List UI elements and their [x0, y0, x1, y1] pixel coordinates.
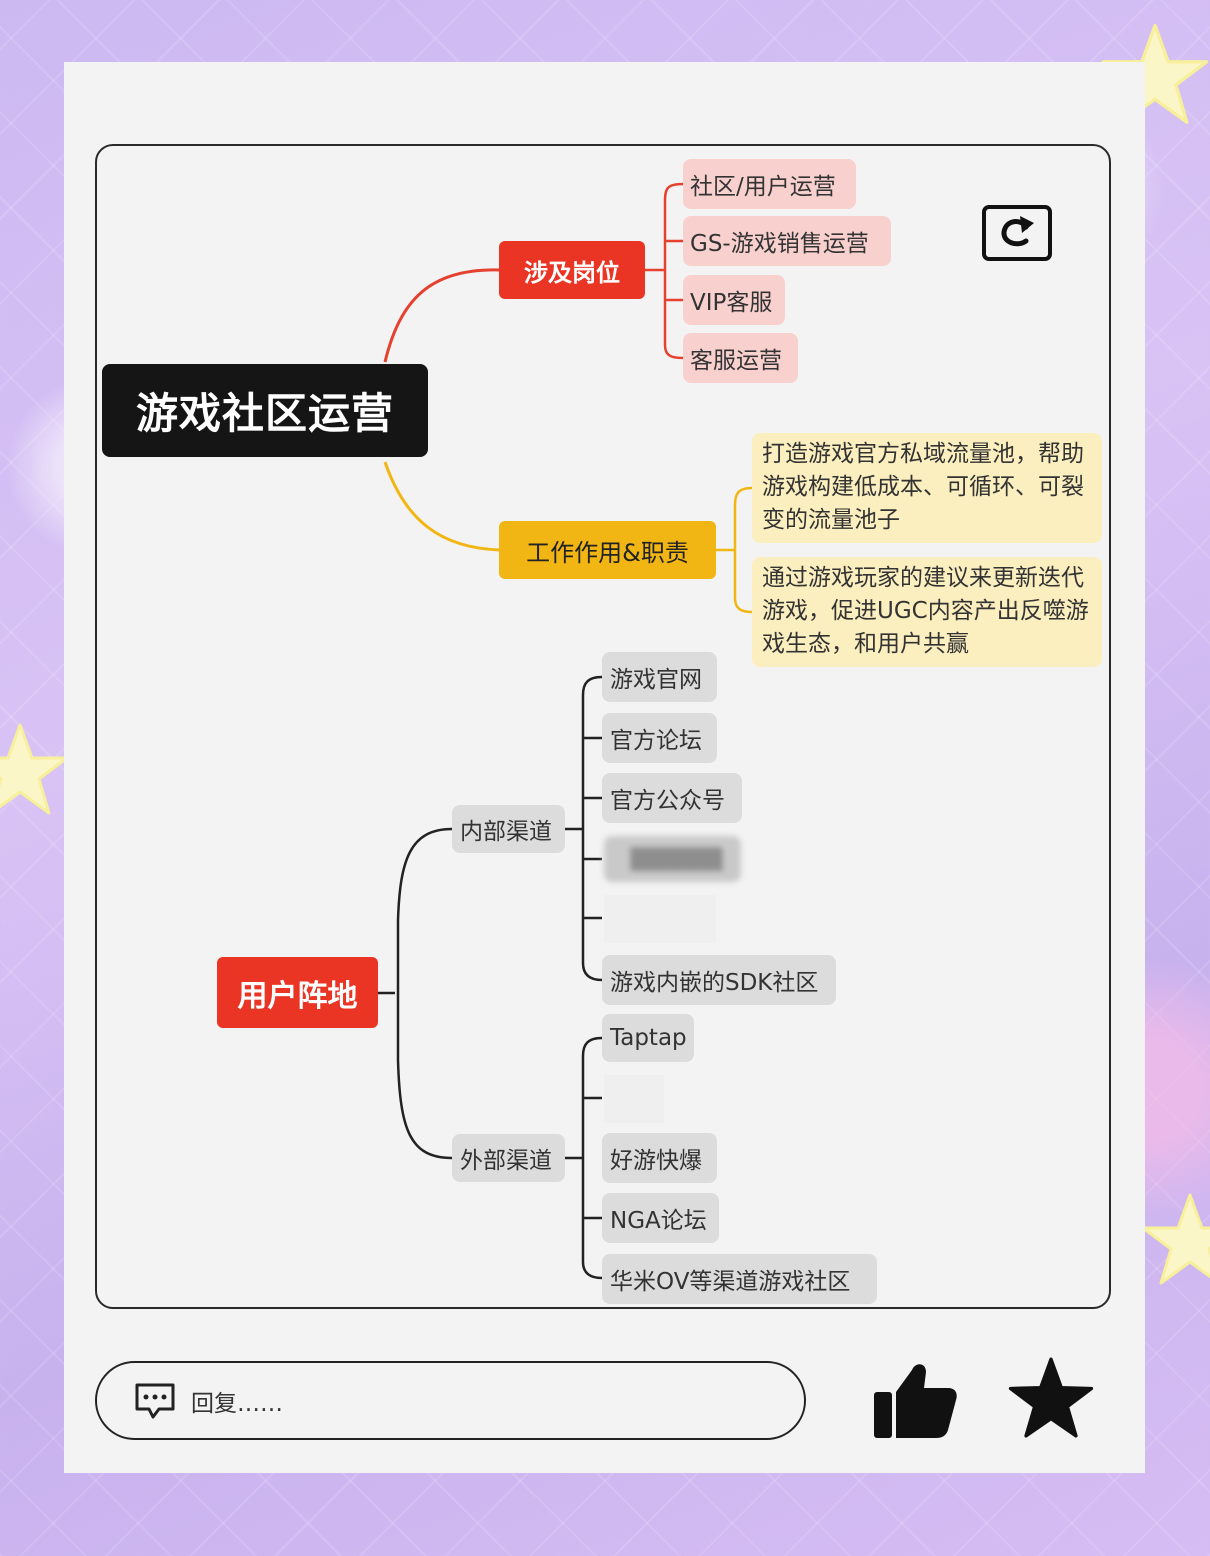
mindmap-root: 游戏社区运营 [102, 364, 428, 457]
branch-duties: 工作作用&职责 [499, 521, 716, 579]
internal-channel-item: 游戏官网 [602, 652, 717, 702]
thumbs-up-icon[interactable] [872, 1358, 958, 1440]
internal-channels: 内部渠道 [452, 805, 565, 853]
hidden-channel-item [604, 1075, 664, 1123]
internal-channel-item: 官方公众号 [602, 773, 742, 823]
position-item: VIP客服 [683, 275, 785, 325]
reply-placeholder: 回复…… [191, 1390, 283, 1417]
internal-channel-item: 官方论坛 [602, 713, 717, 763]
branch-positions: 涉及岗位 [499, 241, 645, 299]
external-channel-item: 好游快爆 [602, 1133, 717, 1183]
position-item: GS-游戏销售运营 [683, 216, 891, 266]
hidden-channel-item [604, 895, 716, 943]
external-channel-item: NGA论坛 [602, 1193, 719, 1243]
duty-item: 打造游戏官方私域流量池，帮助游戏构建低成本、可循环、可裂变的流量池子 [752, 433, 1102, 543]
background-star-icon [0, 723, 69, 815]
background-star-icon [1141, 1193, 1210, 1285]
comment-icon [135, 1383, 175, 1418]
external-channel-item: Taptap [602, 1014, 694, 1062]
mindmap-frame [95, 144, 1111, 1309]
refresh-icon[interactable] [982, 205, 1052, 261]
branch-users: 用户阵地 [217, 957, 378, 1028]
background-star-icon [1101, 23, 1209, 124]
star-icon[interactable] [1008, 1356, 1094, 1440]
reply-input[interactable]: 回复…… [95, 1361, 806, 1440]
internal-channel-item: 游戏内嵌的SDK社区 [602, 955, 836, 1005]
blurred-channel-item: ▒▒▒▒▒▒ [604, 836, 741, 882]
position-item: 客服运营 [683, 333, 798, 383]
external-channel-item: 华米OV等渠道游戏社区 [602, 1254, 877, 1304]
external-channels: 外部渠道 [452, 1134, 565, 1182]
position-item: 社区/用户运营 [683, 159, 856, 209]
duty-item: 通过游戏玩家的建议来更新迭代游戏，促进UGC内容产出反噬游戏生态，和用户共赢 [752, 557, 1102, 667]
